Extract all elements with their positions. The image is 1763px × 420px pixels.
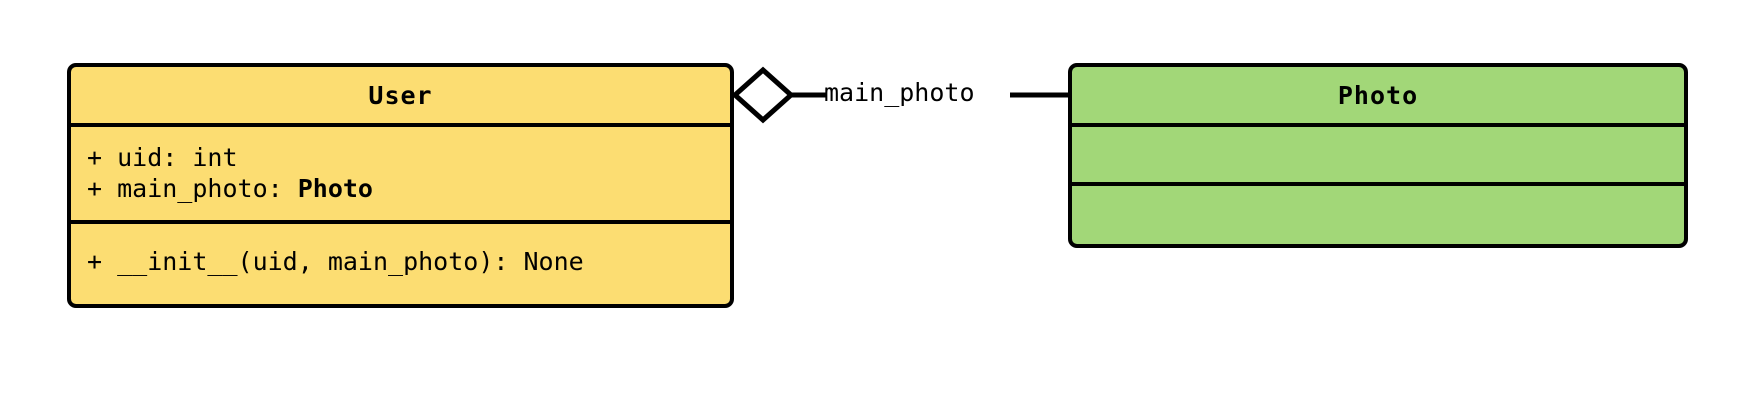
user-attribute-main-photo-type: Photo (297, 173, 373, 203)
user-attribute-main-photo: + main_photo: Photo (71, 174, 730, 205)
user-attribute-uid-text: + uid: int (87, 143, 238, 172)
uml-class-photo[interactable]: Photo (1068, 63, 1688, 248)
user-attribute-main-photo-text: + main_photo: (87, 173, 298, 203)
user-method-init: + __init__(uid, main_photo): None (71, 247, 730, 278)
photo-attributes-compartment (1072, 123, 1684, 182)
photo-methods-compartment (1072, 182, 1684, 240)
user-attribute-uid: + uid: int (71, 143, 730, 174)
uml-class-user[interactable]: User + uid: int + main_photo: Photo + __… (67, 63, 734, 308)
user-class-name: User (368, 80, 433, 110)
user-method-init-text: + __init__(uid, main_photo): None (87, 246, 584, 276)
user-attributes-compartment: + uid: int + main_photo: Photo (71, 123, 730, 220)
association-label: main_photo (824, 78, 975, 107)
aggregation-association-user-photo (731, 66, 1070, 124)
photo-class-name: Photo (1337, 80, 1419, 110)
aggregation-diamond-icon (731, 66, 795, 124)
user-title-compartment: User (71, 67, 730, 123)
photo-title-compartment: Photo (1072, 67, 1684, 123)
user-methods-compartment: + __init__(uid, main_photo): None (71, 220, 730, 300)
